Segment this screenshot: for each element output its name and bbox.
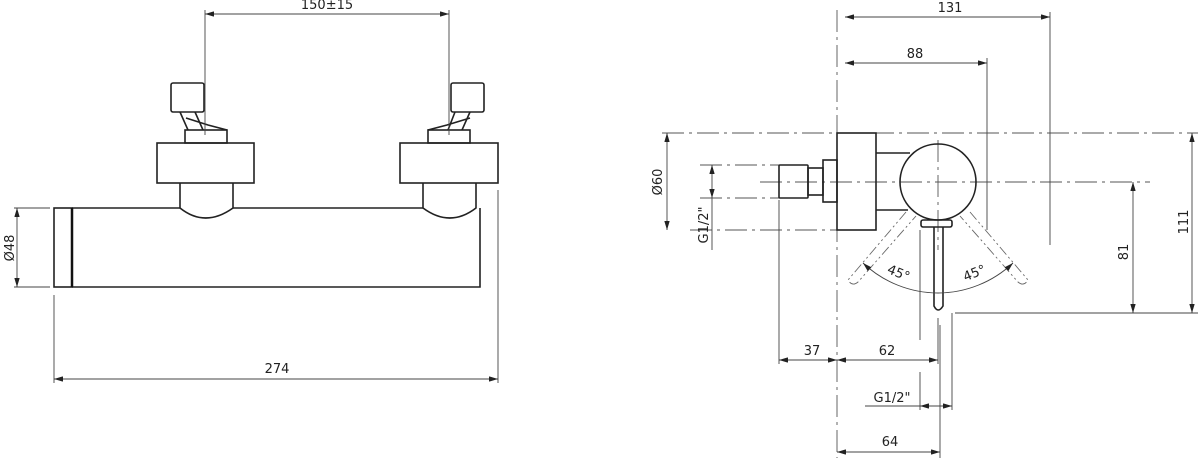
dimension-inlet-thread: G1/2" [697,165,715,250]
dim-label-274: 274 [265,362,290,377]
dim-label-88: 88 [907,47,924,62]
center-lines [662,10,1198,458]
dim-label-48: Ø48 [3,235,18,262]
mixer-side [778,132,977,311]
dimension-111: 111 [955,133,1198,314]
dim-label-37: 37 [804,344,821,359]
dimension-88: 88 [845,47,987,66]
dim-label-131: 131 [938,1,963,16]
dim-label-111: 111 [1177,210,1192,235]
dimension-overall-length: 274 [53,190,499,383]
dimension-37-62: 37 62 [778,200,939,364]
mixer-body [53,207,481,288]
angle-label-right: 45° [961,262,988,285]
dim-label-inlet-g12: G1/2" [697,207,712,244]
dimension-outlet-thread: G1/2" [865,313,953,410]
dimension-rosette-diameter: Ø60 [651,133,670,230]
dimension-body-diameter: Ø48 [3,207,50,288]
dim-label-64: 64 [882,435,899,450]
dimension-131: 131 [845,1,1050,20]
dim-label-150: 150±15 [301,0,353,13]
dim-label-60: Ø60 [651,169,666,196]
dimension-81: 81 [1117,182,1136,313]
dimension-handle-spacing: 150±15 [204,0,450,135]
dim-label-62: 62 [879,344,896,359]
side-view: 45° 45° 131 88 Ø60 G1/2" 111 81 37 62 [651,1,1198,458]
dim-label-outlet-g12: G1/2" [874,391,911,406]
front-view: 150±15 Ø48 274 [3,0,499,383]
dimension-64: 64 [837,325,941,458]
dim-label-81: 81 [1117,244,1132,261]
left-handle [156,82,255,219]
